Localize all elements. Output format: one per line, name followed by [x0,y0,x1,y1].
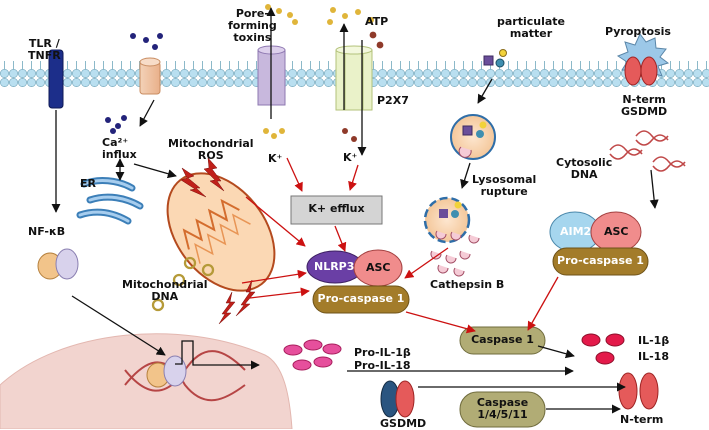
asc-label-2: ASC [604,225,629,238]
nlrp3-label: NLRP3 [314,260,355,273]
asc-label-1: ASC [366,261,391,274]
pft-line-1: Pore- [235,7,269,20]
cyto-line-1: Cytosolic [556,156,613,169]
p2x7-label: P2X7 [377,94,409,107]
atp-label: ATP [365,15,389,28]
k-plus-right-label: K⁺ [343,151,358,164]
tlr-line: TLR / [28,37,60,50]
pro-caspase-1-label-b: Pro-caspase 1 [557,254,644,267]
il1b-label: IL-1β [638,334,670,347]
cytosolic-dna-icon [609,130,686,172]
influx-line: influx [102,148,137,161]
ros-lightning-icons [180,157,256,325]
nucleus [0,333,293,429]
aim2-label: AIM2 [560,225,592,238]
nf-kb-label: NF-κB [28,225,66,238]
caspase-1-label: Caspase 1 [471,333,534,346]
n-term-label: N-term [620,413,664,426]
lysosome [450,114,496,160]
calcium-channel [139,61,161,95]
pro-il1b-label: Pro-IL-1β [354,346,411,359]
mito-ros-line-1: Mitochondrial [168,137,254,150]
pft-line-3: toxins [233,31,272,44]
cytosolic-dna-label: Cytosolic DNA [556,157,612,181]
tlr-tnfr-label: TLR / TNFR [28,38,61,62]
mito-ros-line-2: ROS [197,149,224,162]
nf-kb-complex [37,248,79,280]
n-term-molecule [618,372,659,410]
caspase-1-4-5-11-pill [459,391,546,428]
il18-label: IL-18 [638,350,669,363]
lys-line-1: Lysosomal [472,173,537,186]
mito-dna-line-1: Mitochondrial [122,278,208,291]
er-label: ER [80,177,96,190]
caspase-line: Caspase [476,396,529,409]
pro-caspase-1-label-a: Pro-caspase 1 [317,292,405,305]
nterm-gsdmd-label: N-term GSDMD [621,94,667,118]
nterm-line: N-term [622,93,666,106]
tnfr-line: TNFR [28,49,61,62]
mito-ros-label: Mitochondrial ROS [168,138,254,162]
pyroptosis-label: Pyroptosis [605,25,671,38]
potassium-particles [263,128,357,142]
ca-line: Ca²⁺ [102,136,129,149]
nlrp3-inflammasome [306,249,410,314]
caspase-1-pill [459,326,546,355]
gsdmd-pore [616,33,670,86]
k-plus-left-label: K⁺ [268,152,283,165]
k-efflux-box [290,195,383,225]
black-arrows [51,7,659,414]
particulate-matter-label: particulate matter [497,16,565,40]
caspase-numbers-line: 1/4/5/11 [477,408,528,421]
lysosomal-rupture-label: Lysosomal rupture [472,174,536,198]
aim2-inflammasome [549,211,649,276]
gsdmd-line: GSDMD [621,105,668,118]
gsdmd-molecule [380,380,415,418]
calcium-ions [105,33,163,134]
pro-il18-label: Pro-IL-18 [354,359,411,372]
pro-il-particles [283,339,342,371]
pm-line-2: matter [509,27,553,40]
lys-line-2: rupture [480,185,528,198]
cyto-line-2: DNA [570,168,598,181]
particulate-matter-icon [483,49,507,68]
pft-line-2: forming [228,19,277,32]
p2x7-channel [335,45,373,111]
toxin-particles [265,4,298,25]
k-efflux-label: K+ efflux [308,202,365,215]
cathepsin-particles [430,250,471,277]
tlr-receptor [48,49,64,109]
pore-forming-toxins-label: Pore- forming toxins [228,8,277,44]
caspase-1-4-5-11-label: Caspase 1/4/5/11 [460,397,545,421]
mito-dna-label: Mitochondrial DNA [122,279,208,303]
atp-particles [327,7,384,49]
gsdmd-label: GSDMD [380,417,427,430]
mitochondrial-dna-icon [151,256,215,312]
ruptured-lysosome [423,196,480,244]
mature-il-particles [581,333,625,365]
mito-dna-line-2: DNA [151,290,179,303]
cathepsin-b-label: Cathepsin B [430,278,505,291]
pm-line-1: particulate [497,15,566,28]
red-arrows [241,157,559,334]
ca-influx-label: Ca²⁺ influx [102,137,137,161]
